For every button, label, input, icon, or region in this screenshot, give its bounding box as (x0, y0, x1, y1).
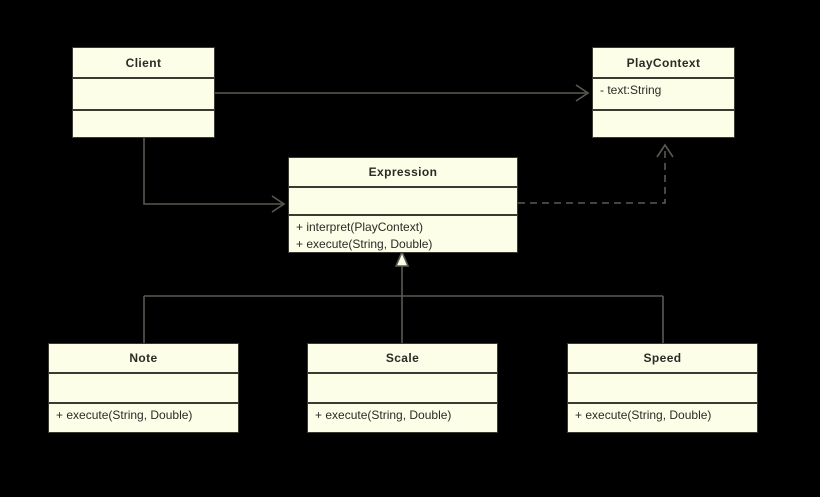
uml-class-name-note: Note (49, 344, 238, 374)
uml-attributes-speed (568, 374, 757, 404)
uml-class-scale[interactable]: Scale + execute(String, Double) (307, 343, 498, 433)
uml-class-note[interactable]: Note + execute(String, Double) (48, 343, 239, 433)
uml-class-expression[interactable]: Expression + interpret(PlayContext) + exec… (288, 157, 518, 253)
uml-operations-playcontext (593, 111, 734, 137)
uml-class-name-speed: Speed (568, 344, 757, 374)
edge-line (143, 138, 282, 205)
uml-attributes-client (73, 79, 214, 111)
edge-client-to-playcontext (215, 84, 590, 102)
uml-attributes-scale (308, 374, 497, 404)
edge-client-to-expression (143, 138, 286, 213)
uml-operations-scale: + execute(String, Double) (308, 404, 497, 432)
uml-attribute: - text:String (600, 83, 662, 97)
edge-generalization-tree (143, 249, 664, 343)
uml-attributes-playcontext: - text:String (593, 79, 734, 111)
open-arrowhead-icon (575, 84, 590, 102)
uml-class-name-client: Client (73, 48, 214, 79)
open-arrowhead-icon (271, 195, 286, 213)
uml-class-name-playcontext: PlayContext (593, 48, 734, 79)
hollow-triangle-arrowhead-icon (394, 249, 410, 267)
uml-class-name-expression: Expression (289, 158, 517, 188)
uml-operation: + interpret(PlayContext) (296, 220, 424, 235)
uml-attributes-note (49, 374, 238, 404)
uml-operation: + execute(String, Double) (315, 408, 452, 422)
uml-operation: + execute(String, Double) (56, 408, 193, 422)
edge-line-dashed (518, 147, 666, 204)
uml-operations-expression: + interpret(PlayContext) + execute(String… (289, 216, 517, 252)
uml-operation: + execute(String, Double) (296, 237, 433, 252)
uml-class-name-scale: Scale (308, 344, 497, 374)
uml-operation: + execute(String, Double) (575, 408, 712, 422)
uml-attributes-expression (289, 188, 517, 217)
uml-class-playcontext[interactable]: PlayContext - text:String (592, 47, 735, 138)
uml-class-speed[interactable]: Speed + execute(String, Double) (567, 343, 758, 433)
uml-operations-client (73, 111, 214, 137)
open-arrowhead-icon (656, 143, 674, 158)
uml-operations-note: + execute(String, Double) (49, 404, 238, 432)
uml-operations-speed: + execute(String, Double) (568, 404, 757, 432)
edge-expression-to-playcontext (518, 143, 674, 204)
uml-class-client[interactable]: Client (72, 47, 215, 138)
